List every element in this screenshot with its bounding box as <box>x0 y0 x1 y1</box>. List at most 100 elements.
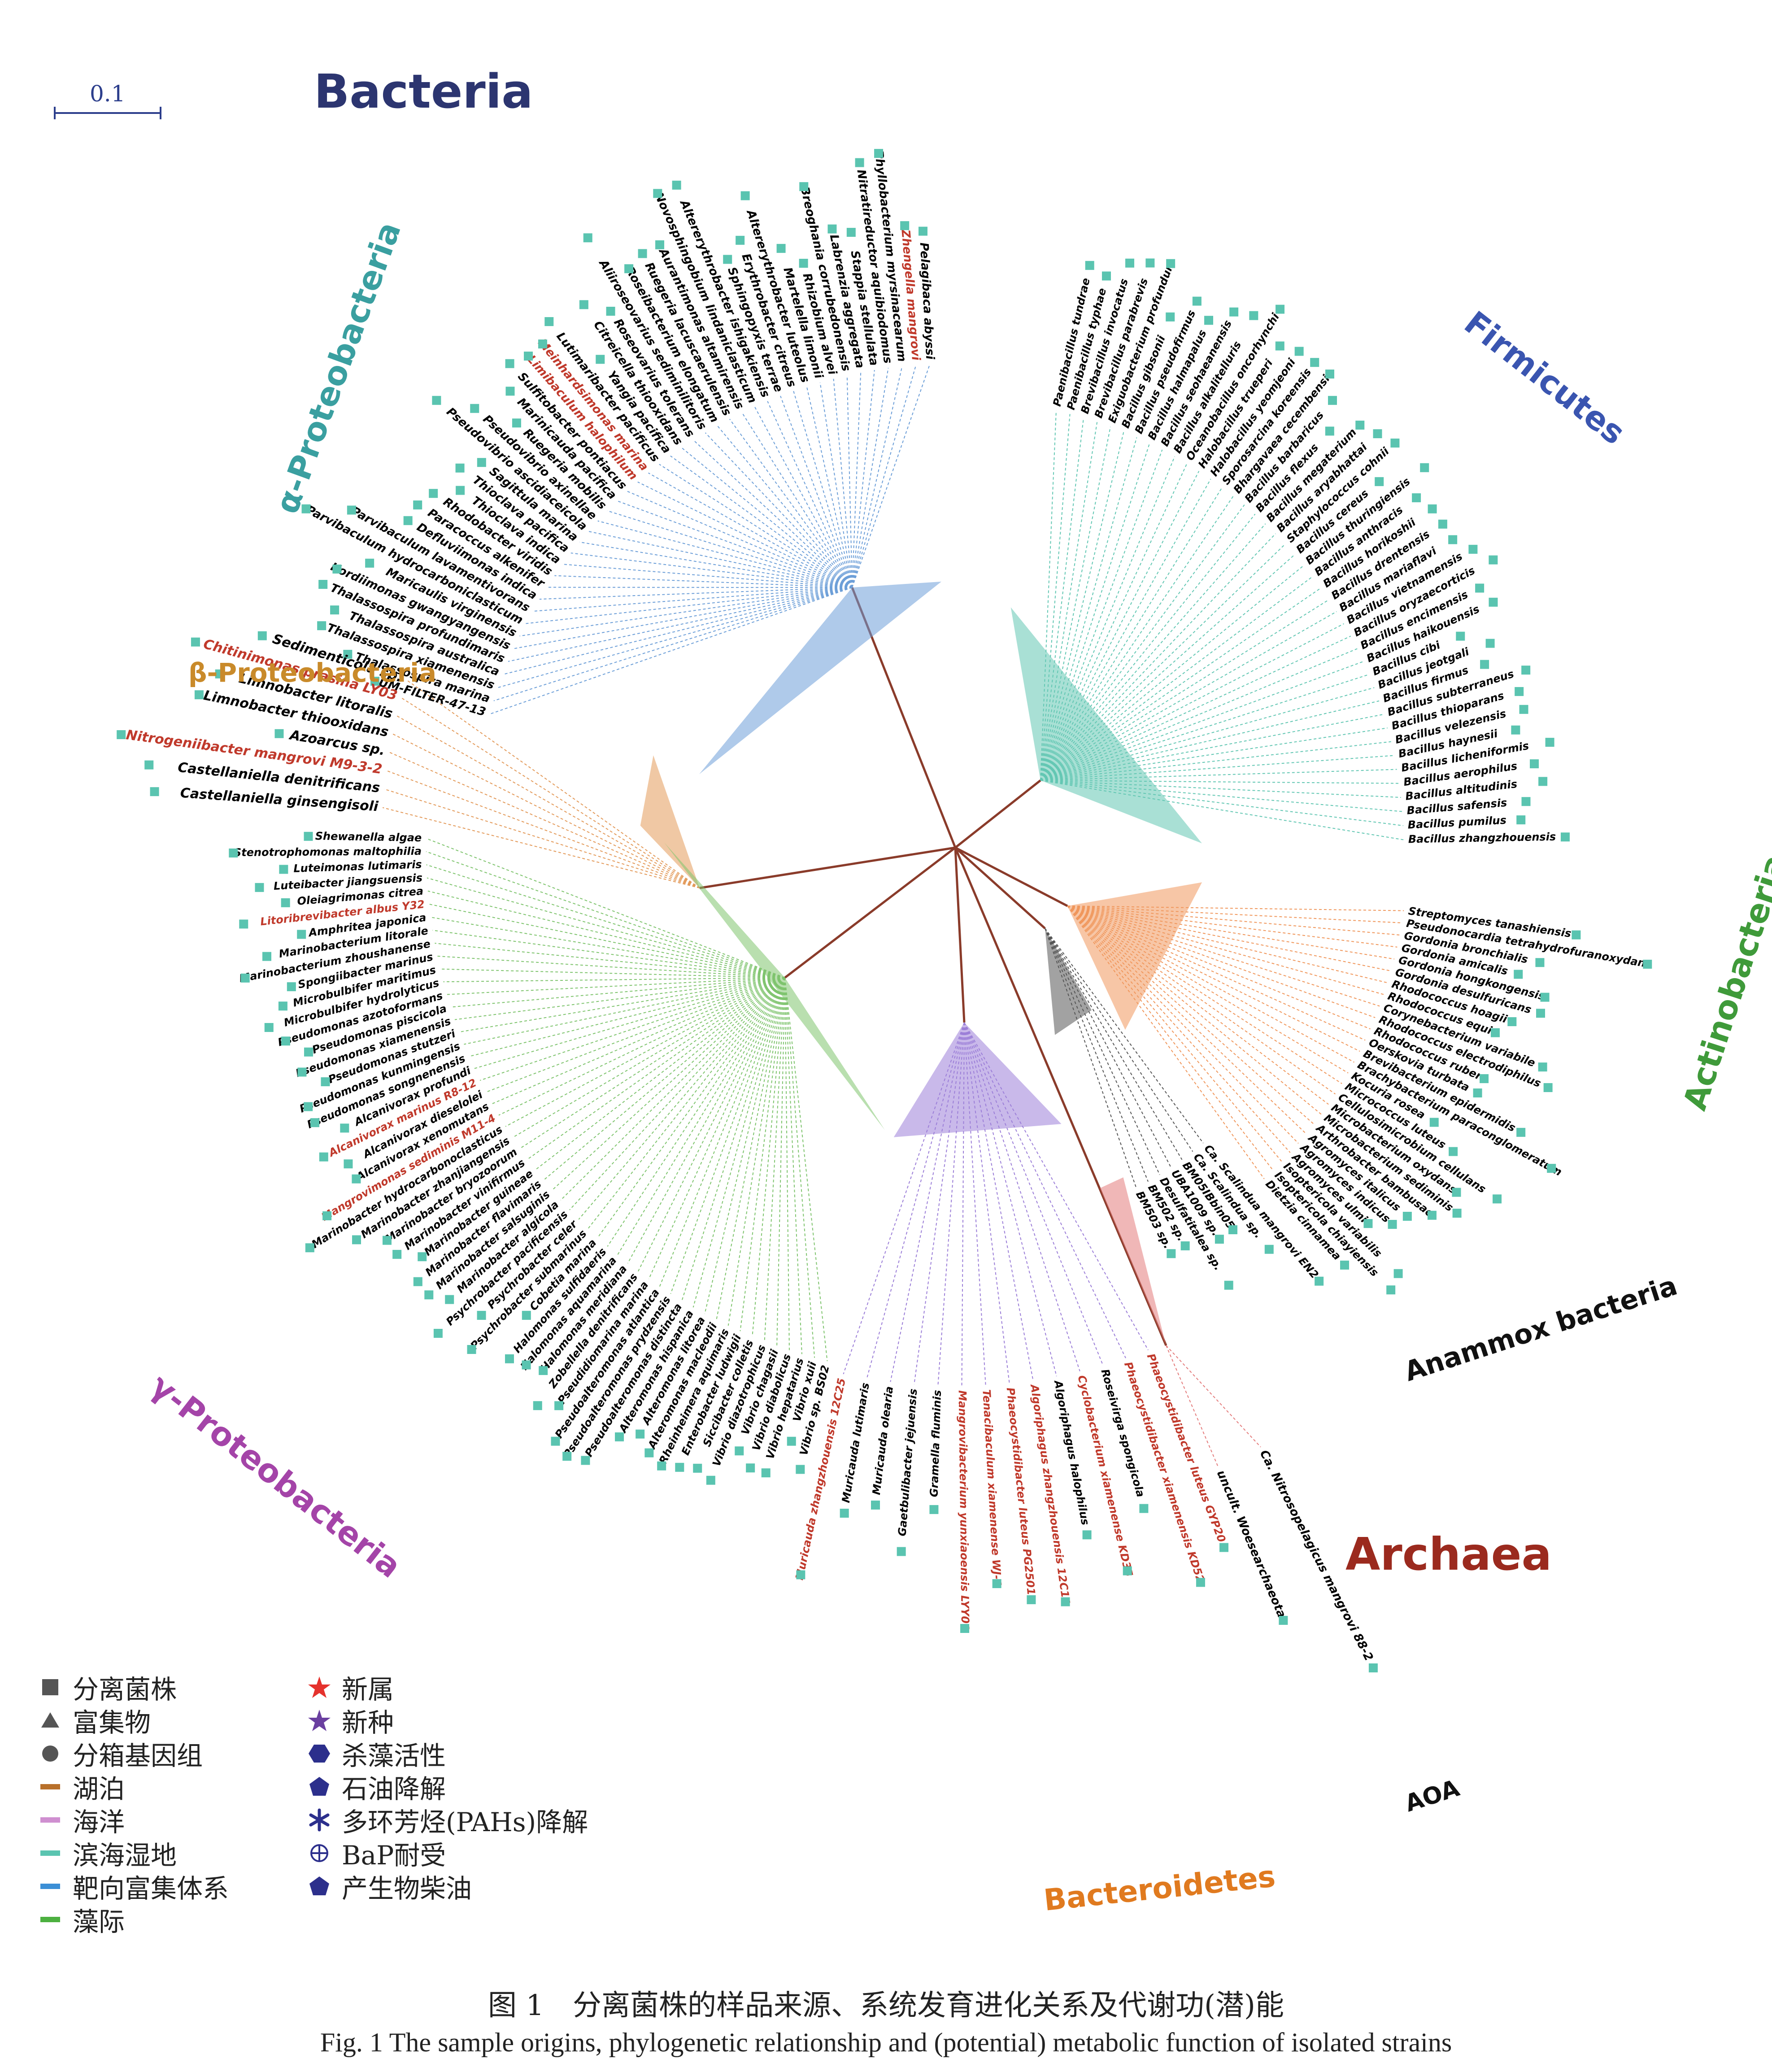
branch-line <box>492 977 785 1104</box>
source-marker <box>900 221 910 231</box>
branch-line <box>852 366 903 588</box>
source-marker <box>1375 477 1384 486</box>
branch-line <box>1040 687 1375 781</box>
clade-label-anammox: Anammox bacteria <box>1401 1270 1681 1388</box>
branch-line <box>890 1022 965 1382</box>
branch-line <box>1040 714 1384 781</box>
branch-line <box>1067 905 1398 948</box>
branch-line <box>519 977 785 1149</box>
figure-caption-english: Fig. 1 The sample origins, phylogenetic … <box>320 2028 1452 2057</box>
source-marker <box>1215 1235 1224 1244</box>
source-marker <box>1123 1566 1132 1576</box>
source-marker <box>1310 358 1319 367</box>
branch-line <box>637 481 853 588</box>
legend-item: 富集物 <box>36 1702 151 1739</box>
branch-line <box>1067 905 1299 1144</box>
legend-bar-icon <box>40 1917 60 1922</box>
branch-line <box>833 379 853 588</box>
branch-line <box>1067 905 1395 960</box>
legend-item: 海洋 <box>36 1801 125 1839</box>
source-marker <box>347 505 356 515</box>
source-marker <box>596 355 605 364</box>
source-marker <box>672 180 681 190</box>
source-marker <box>796 1570 805 1580</box>
branch-line <box>1067 905 1307 1135</box>
legend-square-icon <box>42 1679 58 1695</box>
legend-item: 分箱基因组 <box>36 1735 203 1772</box>
source-marker <box>799 182 809 192</box>
branch-line <box>1067 905 1354 1063</box>
branch-line <box>1040 780 1404 840</box>
branch-line <box>440 968 785 978</box>
branch-line <box>852 364 931 588</box>
tree-branches <box>382 364 1404 1467</box>
source-marker <box>871 1500 880 1510</box>
source-marker <box>533 1401 542 1410</box>
figure-caption-chinese: 图 1 分离菌株的样品来源、系统发育进化关系及代谢功(潜)能 <box>488 1989 1284 2022</box>
source-marker <box>524 351 533 361</box>
clade-label-gamma: γ-Proteobacteria <box>144 1367 409 1585</box>
source-marker <box>1485 639 1495 648</box>
branch-line <box>1040 623 1344 781</box>
branch-line <box>1040 470 1200 781</box>
legend-item: 分离菌株 <box>36 1668 177 1706</box>
legend-item-label: BaP耐受 <box>342 1840 446 1871</box>
legend-item-label: 石油降解 <box>342 1774 446 1804</box>
branch-line <box>1040 599 1329 781</box>
source-marker <box>382 1236 392 1245</box>
backbone-bacteroidetes <box>954 847 966 1023</box>
source-marker <box>1515 687 1524 696</box>
source-marker <box>429 489 438 498</box>
source-marker <box>322 1211 332 1220</box>
leaf-label-bacillus-zhangzhouensis: Bacillus zhangzhouensis <box>1408 831 1556 846</box>
source-marker <box>432 396 441 405</box>
source-marker <box>1355 420 1365 430</box>
source-marker <box>1427 1210 1437 1220</box>
source-marker <box>1521 666 1531 675</box>
branch-line <box>426 838 785 978</box>
source-marker <box>1166 259 1176 268</box>
source-marker <box>918 226 927 236</box>
legend-triangle-icon <box>41 1712 59 1728</box>
source-marker <box>897 1547 906 1556</box>
branch-line <box>964 1022 986 1385</box>
source-marker <box>1145 258 1155 268</box>
source-marker <box>319 1152 328 1162</box>
source-marker <box>1511 725 1520 735</box>
legend-item-label: 分离菌株 <box>73 1674 177 1705</box>
legend-bar-icon <box>40 1817 60 1823</box>
leaf-label-mangrovibacterium-yunxiaoensis-lyy01: Mangrovibacterium yunxiaoensis LYY01 <box>956 1390 971 1631</box>
source-marker <box>1560 832 1570 842</box>
source-marker <box>1275 341 1284 351</box>
source-marker <box>624 264 634 274</box>
source-marker <box>840 1509 849 1518</box>
source-marker <box>264 1023 274 1032</box>
source-marker <box>321 1077 330 1087</box>
source-marker <box>1428 504 1437 514</box>
branch-line <box>1040 544 1286 781</box>
source-marker <box>418 1252 427 1262</box>
branch-line <box>914 1022 965 1384</box>
source-marker <box>1315 1276 1324 1286</box>
source-marker <box>1516 815 1526 825</box>
source-marker <box>827 224 837 234</box>
source-marker <box>1429 1118 1439 1127</box>
branch-line <box>1067 905 1392 971</box>
branch-line <box>1040 504 1245 781</box>
backbone-beta <box>699 846 956 889</box>
legend-oplus-icon <box>310 1844 328 1862</box>
source-marker <box>579 300 588 309</box>
source-marker <box>522 1360 531 1370</box>
legend-item: 藻际 <box>36 1901 125 1938</box>
legend-item-label: 藻际 <box>73 1907 125 1937</box>
branch-line <box>1067 905 1336 1095</box>
source-marker <box>740 191 750 200</box>
branch-line <box>784 977 828 1362</box>
branch-line <box>447 977 785 995</box>
branch-line <box>1067 905 1315 1125</box>
source-marker <box>370 676 379 686</box>
source-marker <box>1294 347 1304 356</box>
branch-line <box>1067 905 1322 1115</box>
branch-line <box>1045 928 1137 1188</box>
leaf-label-cyclobacterium-xiamenense-kd35: Cyclobacterium xiamenense KD35 <box>1075 1374 1135 1578</box>
